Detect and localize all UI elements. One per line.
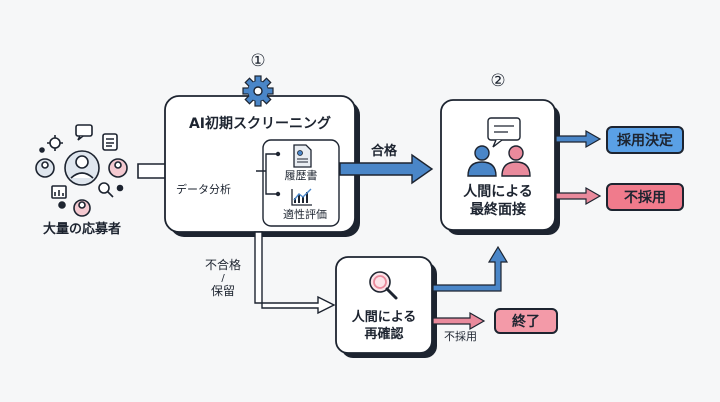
eval-label: 適性評価 — [283, 208, 327, 221]
applicant-cluster-icon — [35, 124, 128, 217]
step-2-number: ② — [490, 71, 506, 91]
analysis-panel — [262, 139, 340, 227]
recheck-title-line1: 人間による — [351, 310, 417, 325]
pass-arrow — [339, 153, 434, 185]
recheck-reject-edge-label: 不採用 — [444, 330, 477, 343]
input-edge-label: データ分析 — [176, 183, 231, 196]
step-1-number: ① — [250, 51, 266, 71]
interview-title-line1: 人間による — [463, 184, 533, 200]
screening-title: AI初期スクリーニング — [188, 116, 332, 132]
chart-icon — [291, 188, 312, 206]
recheck-pass-arrow — [432, 245, 509, 292]
user-group-icon — [467, 145, 531, 177]
magnifier-icon — [369, 271, 398, 300]
recheck-title-line2: 再確認 — [364, 327, 404, 342]
hire-arrow — [555, 129, 602, 149]
end-arrow — [432, 311, 486, 331]
applicants-label: 大量の応募者 — [42, 222, 121, 237]
reject-outcome-badge: 不採用 — [606, 183, 684, 211]
pass-edge-label: 合格 — [371, 144, 398, 159]
interview-box — [440, 99, 556, 231]
hire-outcome-badge: 採用決定 — [606, 126, 684, 154]
end-outcome-badge: 終了 — [494, 308, 558, 334]
hold-edge-label-line2: 保留 — [210, 284, 235, 298]
interview-title-line2: 最終面接 — [470, 202, 526, 218]
chat-bubble-icon — [487, 117, 521, 148]
document-icon — [293, 144, 312, 168]
doc-label: 履歴書 — [284, 169, 318, 182]
hold-edge-label-sep: / — [221, 273, 225, 284]
hold-arrow — [254, 231, 336, 315]
gear-icon — [242, 75, 274, 107]
analysis-bracket — [256, 153, 278, 195]
recheck-box — [335, 256, 433, 354]
hold-edge-label-line1: 不合格 — [204, 258, 241, 272]
reject-arrow — [555, 186, 602, 206]
